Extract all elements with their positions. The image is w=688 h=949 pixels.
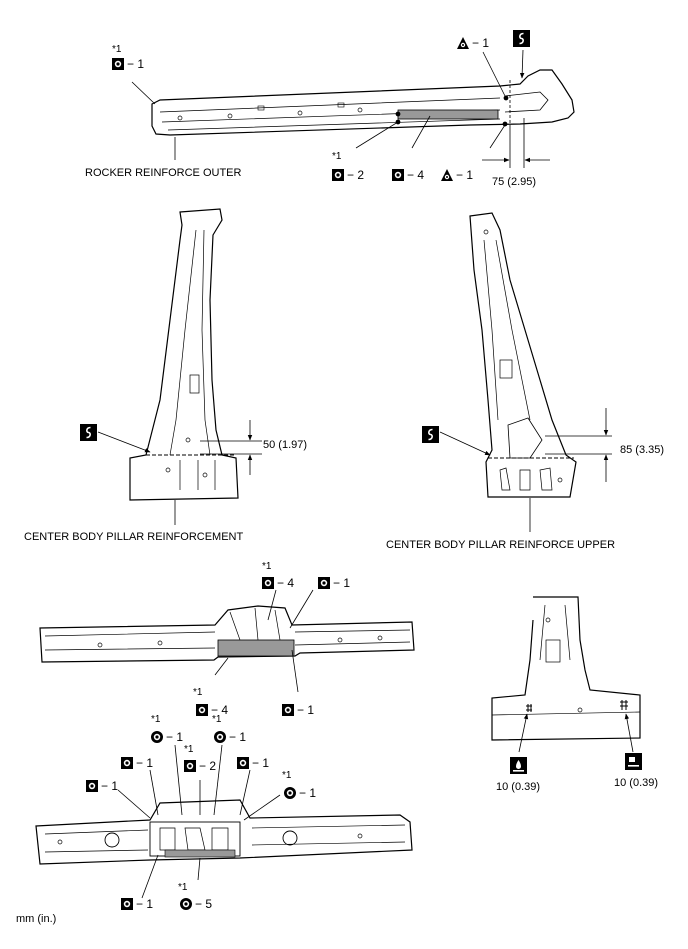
dimension-75: 75 (2.95)	[492, 176, 537, 188]
asterisk-note: *1	[178, 882, 188, 893]
callout-square-weld: − 1	[121, 898, 153, 910]
square-spot-weld-icon	[237, 757, 249, 769]
square-spot-weld-icon	[332, 169, 344, 181]
triangle-spot-weld-icon	[457, 37, 469, 49]
callout-square-weld: − 1	[86, 780, 118, 792]
callout-square-weld: − 1	[282, 704, 314, 716]
square-spot-weld-icon	[86, 780, 98, 792]
bottom-assembly-leaders	[117, 744, 281, 899]
callout-triangle-weld: − 1	[441, 169, 473, 181]
callout-square-weld: − 4	[392, 169, 424, 181]
center-pillar-reinforce-upper-label: CENTER BODY PILLAR REINFORCE UPPER	[386, 539, 616, 551]
square-spot-weld-icon	[184, 760, 196, 772]
dimension-10-right: 10 (0.39)	[614, 777, 659, 789]
center-pillar-reinforcement-label: CENTER BODY PILLAR REINFORCEMENT	[24, 531, 244, 543]
cut-position-icon	[80, 424, 97, 441]
callout-square-weld: − 2	[184, 760, 216, 772]
callout-square-weld: − 4	[196, 704, 228, 716]
rocker-reinforce-outer-label: ROCKER REINFORCE OUTER	[85, 167, 242, 179]
square-spot-weld-icon	[318, 577, 330, 589]
square-spot-weld-icon	[282, 704, 294, 716]
center-pillar-reinforce-upper-part	[469, 212, 577, 498]
square-spot-weld-icon	[392, 169, 404, 181]
callout-circle-weld: − 1	[151, 731, 183, 743]
rocker-pillar-assembly-side	[39, 605, 415, 663]
inset-leaders	[518, 713, 634, 753]
center-pillar-upper-leaders	[439, 408, 612, 532]
center-pillar-reinforcement-part	[129, 208, 239, 501]
callout-square-weld: − 1	[121, 757, 153, 769]
callout-circle-weld: − 1	[214, 731, 246, 743]
square-spot-weld-icon	[121, 898, 133, 910]
square-spot-weld-icon	[262, 577, 274, 589]
circle-spot-weld-icon	[180, 898, 192, 910]
circle-spot-weld-icon	[151, 731, 163, 743]
asterisk-note: *1	[332, 151, 342, 162]
circle-spot-weld-icon	[284, 787, 296, 799]
callout-triangle-weld: − 1	[457, 37, 489, 49]
square-spot-weld-icon	[196, 704, 208, 716]
callout-square-weld: − 1	[112, 58, 144, 70]
square-spot-weld-icon	[112, 58, 124, 70]
center-pillar-leaders	[97, 420, 262, 525]
asterisk-note: *1	[151, 714, 161, 725]
cut-position-icon	[422, 426, 439, 443]
triangle-spot-weld-icon	[441, 169, 453, 181]
detail-inset	[491, 596, 641, 741]
rocker-leaders	[131, 49, 550, 168]
callout-circle-weld: − 5	[180, 898, 212, 910]
rocker-reinforce-outer-part	[151, 69, 575, 136]
callout-square-weld: − 4	[262, 577, 294, 589]
callout-square-weld: − 1	[318, 577, 350, 589]
dimension-10-left: 10 (0.39)	[496, 781, 541, 793]
asterisk-note: *1	[282, 770, 292, 781]
brazing-icon	[510, 757, 527, 774]
asterisk-note: *1	[184, 744, 194, 755]
asterisk-note: *1	[212, 714, 222, 725]
callout-square-weld: − 2	[332, 169, 364, 181]
mid-assembly-leaders	[214, 589, 314, 693]
rocker-pillar-assembly-bottom	[35, 799, 413, 865]
asterisk-note: *1	[193, 687, 203, 698]
asterisk-note: *1	[262, 561, 272, 572]
cut-position-icon	[513, 30, 530, 47]
dimension-85: 85 (3.35)	[620, 444, 665, 456]
dimension-50: 50 (1.97)	[263, 439, 308, 451]
square-spot-weld-icon	[121, 757, 133, 769]
callout-circle-weld: − 1	[284, 787, 316, 799]
asterisk-note: *1	[112, 44, 122, 55]
circle-spot-weld-icon	[214, 731, 226, 743]
units-note: mm (in.)	[16, 913, 57, 925]
callout-square-weld: − 1	[237, 757, 269, 769]
saw-cut-icon	[625, 753, 642, 770]
